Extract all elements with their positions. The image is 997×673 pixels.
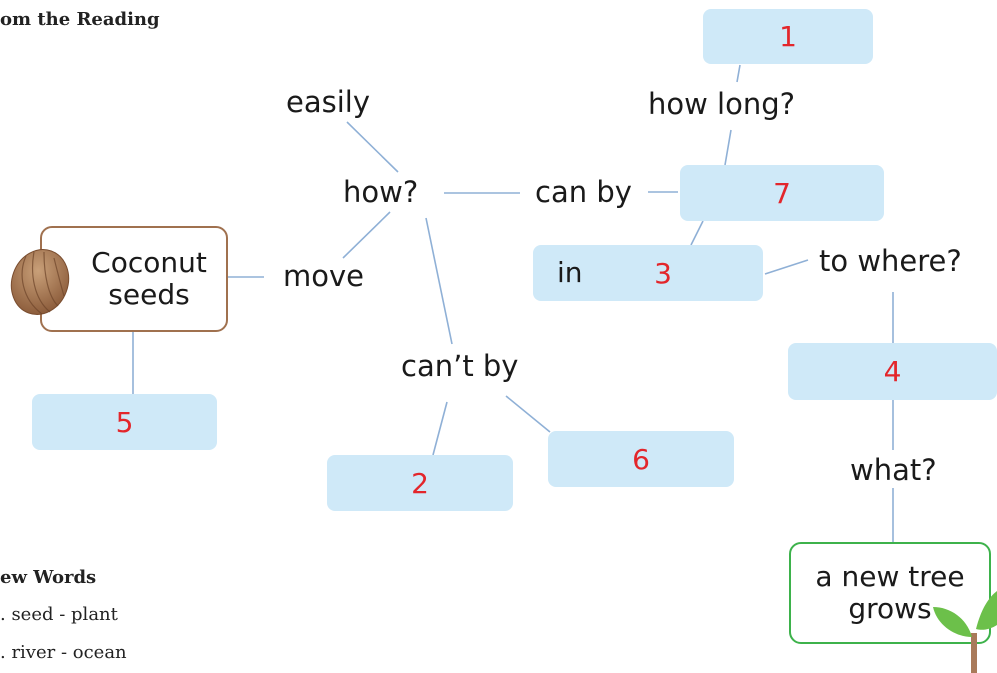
line-easily-how xyxy=(346,121,399,173)
blank-box-1[interactable]: 1 xyxy=(703,9,873,64)
line-box1-howlong xyxy=(736,64,741,83)
line-howlong-box7 xyxy=(724,129,732,166)
blank-box-4[interactable]: 4 xyxy=(788,343,997,400)
coconut-icon xyxy=(10,249,70,315)
blank-number-6: 6 xyxy=(632,442,650,476)
new-words-item-1: . seed - plant xyxy=(0,604,118,625)
blank-number-1: 1 xyxy=(779,20,797,53)
blank-box-6[interactable]: 6 xyxy=(548,431,734,487)
blank-number-5: 5 xyxy=(115,405,134,439)
coconut-seeds-node: Coconut seeds xyxy=(40,226,228,332)
line-box7-box3 xyxy=(690,220,704,246)
label-what: what? xyxy=(850,453,937,487)
section-heading: om the Reading xyxy=(0,9,160,30)
label-can-by: can by xyxy=(535,175,632,209)
blank-box-5[interactable]: 5 xyxy=(32,394,217,450)
blank-box-2[interactable]: 2 xyxy=(327,455,513,511)
sapling-icon xyxy=(933,591,997,673)
blank-number-7: 7 xyxy=(773,176,791,210)
line-cantby-box6 xyxy=(505,395,551,433)
new-words-item-2: . river - ocean xyxy=(0,642,127,663)
blank-number-4: 4 xyxy=(883,355,902,388)
tree-label-line2: grows xyxy=(848,592,932,625)
coconut-label-line2: seeds xyxy=(108,278,190,311)
label-easily: easily xyxy=(286,85,370,119)
line-box3-towhere xyxy=(764,259,809,275)
label-to-where: to where? xyxy=(819,244,962,278)
label-in: in xyxy=(557,256,583,289)
blank-box-7[interactable]: 7 xyxy=(680,165,884,221)
blank-number-3: 3 xyxy=(654,256,672,290)
tree-label-line1: a new tree xyxy=(815,559,965,593)
blank-box-3[interactable]: in 3 xyxy=(533,245,763,301)
new-tree-node: a new tree grows xyxy=(789,542,991,644)
new-words-heading: ew Words xyxy=(0,567,97,588)
label-cant-by: can’t by xyxy=(401,349,519,383)
line-how-move xyxy=(342,211,391,259)
coconut-label-line1: Coconut xyxy=(91,245,207,279)
label-move: move xyxy=(283,259,364,293)
line-cantby-box2 xyxy=(432,401,448,456)
line-how-cantby xyxy=(425,217,453,345)
label-how: how? xyxy=(343,175,419,209)
label-how-long: how long? xyxy=(648,87,796,121)
blank-number-2: 2 xyxy=(411,466,429,500)
